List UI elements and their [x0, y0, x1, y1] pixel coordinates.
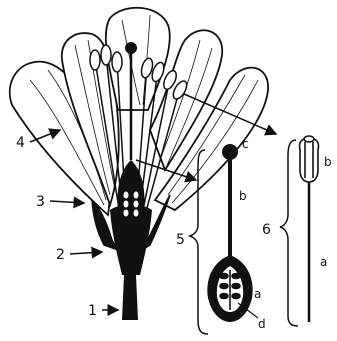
label-2: 2	[56, 247, 102, 263]
svg-text:d: d	[258, 317, 266, 331]
svg-text:6: 6	[262, 222, 271, 238]
svg-text:b: b	[239, 189, 247, 203]
svg-text:1: 1	[88, 303, 97, 319]
svg-text:5: 5	[176, 232, 185, 248]
pistil-stigma	[222, 144, 238, 160]
svg-text:b: b	[324, 155, 332, 169]
stamen-detail: 6 b a	[262, 136, 332, 326]
pedicel	[122, 275, 138, 320]
ovary	[118, 160, 145, 221]
stigma	[125, 42, 137, 54]
label-3: 3	[36, 194, 84, 210]
svg-text:a: a	[254, 287, 261, 301]
label-1: 1	[88, 303, 118, 319]
svg-text:3: 3	[36, 194, 45, 210]
svg-text:a: a	[320, 255, 327, 269]
svg-text:4: 4	[16, 135, 25, 151]
svg-text:2: 2	[56, 247, 65, 263]
svg-text:c: c	[242, 137, 249, 151]
stamen-anther	[299, 136, 318, 182]
